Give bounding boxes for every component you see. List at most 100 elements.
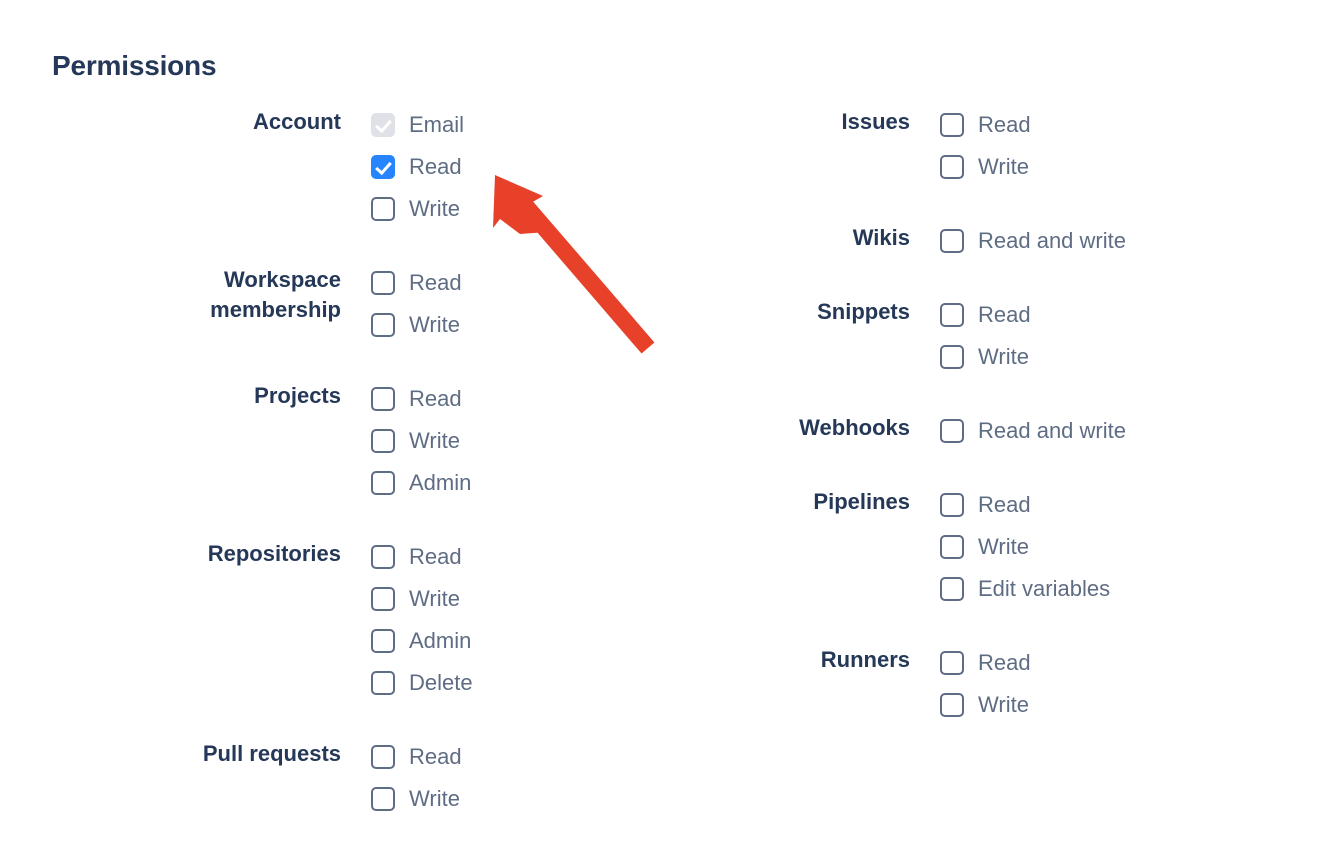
- checkbox-write[interactable]: [940, 155, 964, 179]
- permission-option-label: Write: [409, 586, 460, 611]
- checkbox-delete[interactable]: [371, 671, 395, 695]
- checkbox-write[interactable]: [371, 429, 395, 453]
- permission-option-label: Write: [978, 344, 1029, 369]
- permission-option-label: Email: [409, 112, 465, 137]
- permission-row[interactable]: Write: [371, 420, 660, 462]
- permission-option-label: Read: [978, 112, 1031, 137]
- permission-group-label: Issues: [841, 109, 911, 134]
- checkbox-write[interactable]: [940, 345, 964, 369]
- permission-row[interactable]: Write: [371, 188, 660, 230]
- permission-row[interactable]: Read: [371, 378, 660, 420]
- permission-row[interactable]: Read: [371, 536, 660, 578]
- permission-option-label: Write: [978, 692, 1029, 717]
- permission-row[interactable]: Write: [371, 778, 660, 820]
- page-title: Permissions: [52, 50, 217, 81]
- permission-row[interactable]: Write: [940, 684, 1320, 726]
- checkbox-write[interactable]: [940, 693, 964, 717]
- checkbox-write[interactable]: [371, 313, 395, 337]
- checkbox-admin[interactable]: [371, 629, 395, 653]
- checkbox-read[interactable]: [940, 303, 964, 327]
- permission-row[interactable]: Admin: [371, 620, 660, 662]
- checkbox-read[interactable]: [940, 651, 964, 675]
- permission-option-label: Write: [409, 196, 460, 221]
- permission-row[interactable]: Write: [371, 578, 660, 620]
- permission-option-label: Read: [409, 544, 462, 569]
- permission-row[interactable]: Read: [371, 146, 660, 188]
- checkbox-read[interactable]: [371, 745, 395, 769]
- checkbox-write[interactable]: [371, 587, 395, 611]
- permission-option-label: Write: [978, 534, 1029, 559]
- permission-group-label: Pipelines: [813, 489, 910, 514]
- checkbox-read[interactable]: [371, 387, 395, 411]
- permission-row[interactable]: Read: [940, 104, 1320, 146]
- permission-group-label: Account: [253, 109, 341, 134]
- checkbox-read[interactable]: [940, 493, 964, 517]
- checkbox-write[interactable]: [371, 197, 395, 221]
- checkbox-read[interactable]: [371, 545, 395, 569]
- permission-option-label: Write: [409, 428, 460, 453]
- checkbox-read-and-write[interactable]: [940, 229, 964, 253]
- permission-option-label: Read: [409, 386, 462, 411]
- permission-option-label: Read and write: [978, 228, 1126, 253]
- permission-group-label: Webhooks: [799, 415, 910, 440]
- permission-row[interactable]: Write: [940, 146, 1320, 188]
- permission-row[interactable]: Read: [371, 736, 660, 778]
- permission-row[interactable]: Read: [940, 294, 1320, 336]
- permission-option-label: Read: [978, 492, 1031, 517]
- checkbox-write[interactable]: [371, 787, 395, 811]
- permission-row[interactable]: Write: [371, 304, 660, 346]
- permission-group-label: Repositories: [207, 541, 341, 566]
- permission-row[interactable]: Write: [940, 336, 1320, 378]
- permission-row[interactable]: Edit variables: [940, 568, 1320, 610]
- permission-row[interactable]: Read: [940, 642, 1320, 684]
- checkbox-write[interactable]: [940, 535, 964, 559]
- permission-row[interactable]: Read: [371, 262, 660, 304]
- checkbox-read[interactable]: [371, 155, 395, 179]
- permission-row[interactable]: Email: [371, 104, 660, 146]
- permission-row[interactable]: Admin: [371, 462, 660, 504]
- permission-row[interactable]: Read and write: [940, 220, 1320, 262]
- checkbox-read[interactable]: [371, 271, 395, 295]
- permission-option-label: Read: [409, 744, 462, 769]
- checkbox-email: [371, 113, 395, 137]
- permission-option-label: Write: [978, 154, 1029, 179]
- permission-row[interactable]: Read and write: [940, 410, 1320, 452]
- permission-option-list: Read and write: [910, 410, 1320, 452]
- permission-option-label: Delete: [409, 670, 473, 695]
- permission-option-label: Read: [978, 302, 1031, 327]
- permission-option-label: Write: [409, 786, 460, 811]
- permission-option-label: Admin: [409, 628, 472, 653]
- permission-option-label: Read: [978, 650, 1031, 675]
- permission-option-label: Read: [409, 154, 462, 179]
- permission-option-label: Admin: [409, 470, 472, 495]
- checkbox-admin[interactable]: [371, 471, 395, 495]
- permission-group-label: Runners: [820, 647, 910, 672]
- permission-group-label: Snippets: [817, 299, 910, 324]
- checkbox-read-and-write[interactable]: [940, 419, 964, 443]
- permission-row[interactable]: Read: [940, 484, 1320, 526]
- permission-row[interactable]: Write: [940, 526, 1320, 568]
- permission-option-label: Edit variables: [978, 576, 1111, 601]
- permission-row[interactable]: Delete: [371, 662, 660, 704]
- checkbox-edit-variables[interactable]: [940, 577, 964, 601]
- checkbox-read[interactable]: [940, 113, 964, 137]
